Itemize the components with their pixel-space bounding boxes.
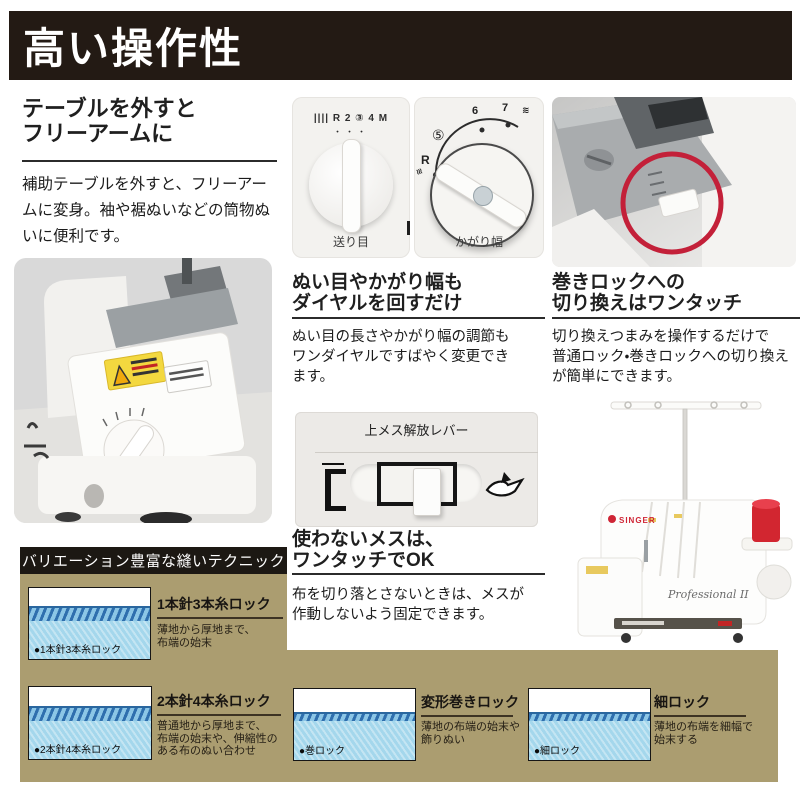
sample-caption: ●1本針3本糸ロック bbox=[34, 645, 122, 656]
knife-release-photo: 上メス解放レバー bbox=[295, 412, 538, 527]
feed-dial-dots: ・・・ bbox=[332, 127, 369, 137]
fabric-area bbox=[29, 720, 151, 759]
feed-dial-scale: |||| R 2 ③ 4 M bbox=[313, 113, 389, 124]
width-dial-label: かがり幅 bbox=[454, 235, 503, 249]
knife-rule bbox=[292, 573, 545, 575]
rolled-lock-heading: 巻きロックへの 切り換えはワンタッチ bbox=[552, 272, 743, 314]
dials-body: ぬい目の長さやかがり幅の調節も ワンダイヤルですばやく変更でき ます。 bbox=[292, 329, 510, 385]
width-mark-5: ⑤ bbox=[432, 127, 445, 143]
knife-engaged-icon-line bbox=[322, 463, 344, 465]
feed-dial-label: 送り目 bbox=[332, 235, 369, 249]
technique-rule bbox=[157, 714, 281, 716]
dial-screw bbox=[473, 186, 493, 206]
technique-rule bbox=[157, 617, 283, 619]
fabric-area bbox=[29, 621, 150, 659]
stitch-sample-1: ●1本針3本糸ロック bbox=[28, 587, 151, 660]
brand-logo: SINGER bbox=[619, 516, 656, 525]
width-mark-6: 6 bbox=[472, 105, 479, 117]
feed-dial-knob bbox=[309, 139, 393, 233]
width-mark-wave-top: ≋ bbox=[522, 105, 530, 115]
technique-title: 1本針3本糸ロック bbox=[157, 596, 271, 612]
feed-dial-panel: |||| R 2 ③ 4 M ・・・ 送り目 bbox=[292, 97, 410, 258]
knife-body: 布を切り落とさないときは、メスが 作動しないよう固定できます。 bbox=[292, 587, 524, 623]
lever-knob bbox=[413, 468, 441, 516]
sample-caption: ●巻ロック bbox=[299, 746, 346, 757]
machine-photo: SINGER Professional II bbox=[556, 390, 800, 650]
page-title: 高い操作性 bbox=[23, 25, 244, 72]
dials-rule bbox=[292, 317, 545, 319]
stitch-sample-2: ●2本針4本糸ロック bbox=[28, 686, 152, 760]
width-mark-r: R bbox=[421, 153, 430, 167]
sample-caption: ●2本針4本糸ロック bbox=[34, 745, 122, 756]
panel-seam bbox=[315, 452, 538, 453]
rolled-lock-photo bbox=[552, 97, 796, 267]
techniques-bar-title: バリエーション豊富な縫いテクニック bbox=[21, 553, 286, 570]
free-arm-machine-illustration bbox=[14, 258, 272, 523]
serger-illustration: SINGER Professional II bbox=[577, 401, 793, 643]
feed-dial-lever bbox=[342, 139, 361, 233]
technique-title: 変形巻きロック bbox=[421, 694, 519, 710]
technique-title: 細ロック bbox=[654, 694, 710, 710]
knife-heading: 使わないメスは、 ワンタッチでOK bbox=[292, 529, 445, 571]
width-dial-panel: 6 7 ≋ ⑤ R ≋ かがり幅 bbox=[414, 97, 544, 258]
free-arm-heading: テーブルを外すと フリーアームに bbox=[22, 96, 197, 146]
panel-notch bbox=[407, 221, 410, 235]
technique-title: 2本針4本糸ロック bbox=[157, 693, 271, 709]
free-arm-body: 補助テーブルを外すと、フリーアー ムに変身。袖や裾ぬいなどの筒物ぬ いに便利です… bbox=[22, 176, 271, 245]
free-arm-photo bbox=[14, 258, 272, 523]
page-title-banner: 高い操作性 bbox=[9, 11, 792, 80]
fabric-area bbox=[529, 720, 650, 760]
width-mark-7: 7 bbox=[502, 102, 509, 114]
free-arm-rule bbox=[22, 160, 277, 162]
rolled-lock-body: 切り換えつまみを操作するだけで 普通ロック・巻きロックへの切り換え が簡単にでき… bbox=[552, 329, 789, 385]
knife-panel-label: 上メス解放レバー bbox=[364, 423, 469, 438]
width-dial-knob bbox=[430, 143, 534, 247]
knife-engaged-icon bbox=[325, 469, 346, 511]
technique-rule bbox=[654, 715, 746, 717]
model-script: Professional II bbox=[667, 588, 749, 601]
sample-caption: ●細ロック bbox=[534, 746, 581, 757]
technique-desc: 普通地から厚地まで、 布端の始末や、伸縮性の ある布のぬい合わせ bbox=[157, 720, 278, 757]
technique-desc: 薄地の布端を細幅で 始末する bbox=[654, 721, 753, 746]
needle-plate-illustration bbox=[552, 97, 796, 267]
highlight-circle bbox=[620, 151, 724, 255]
fabric-area bbox=[294, 720, 415, 760]
knife-released-icon bbox=[485, 472, 525, 497]
techniques-bar: バリエーション豊富な縫いテクニック bbox=[20, 547, 287, 574]
dials-photo: |||| R 2 ③ 4 M ・・・ 送り目 6 7 ≋ ⑤ R ≋ かがり幅 bbox=[292, 97, 544, 258]
rolled-lock-rule bbox=[552, 317, 800, 319]
stitch-sample-4: ●細ロック bbox=[528, 688, 651, 761]
technique-rule bbox=[421, 715, 513, 717]
technique-desc: 薄地から厚地まで、 布端の始末 bbox=[157, 624, 256, 649]
technique-desc: 薄地の布端の始末や 飾りぬい bbox=[421, 721, 520, 746]
stitch-sample-3: ●巻ロック bbox=[293, 688, 416, 761]
dials-heading: ぬい目やかがり幅も ダイヤルを回すだけ bbox=[292, 272, 464, 314]
